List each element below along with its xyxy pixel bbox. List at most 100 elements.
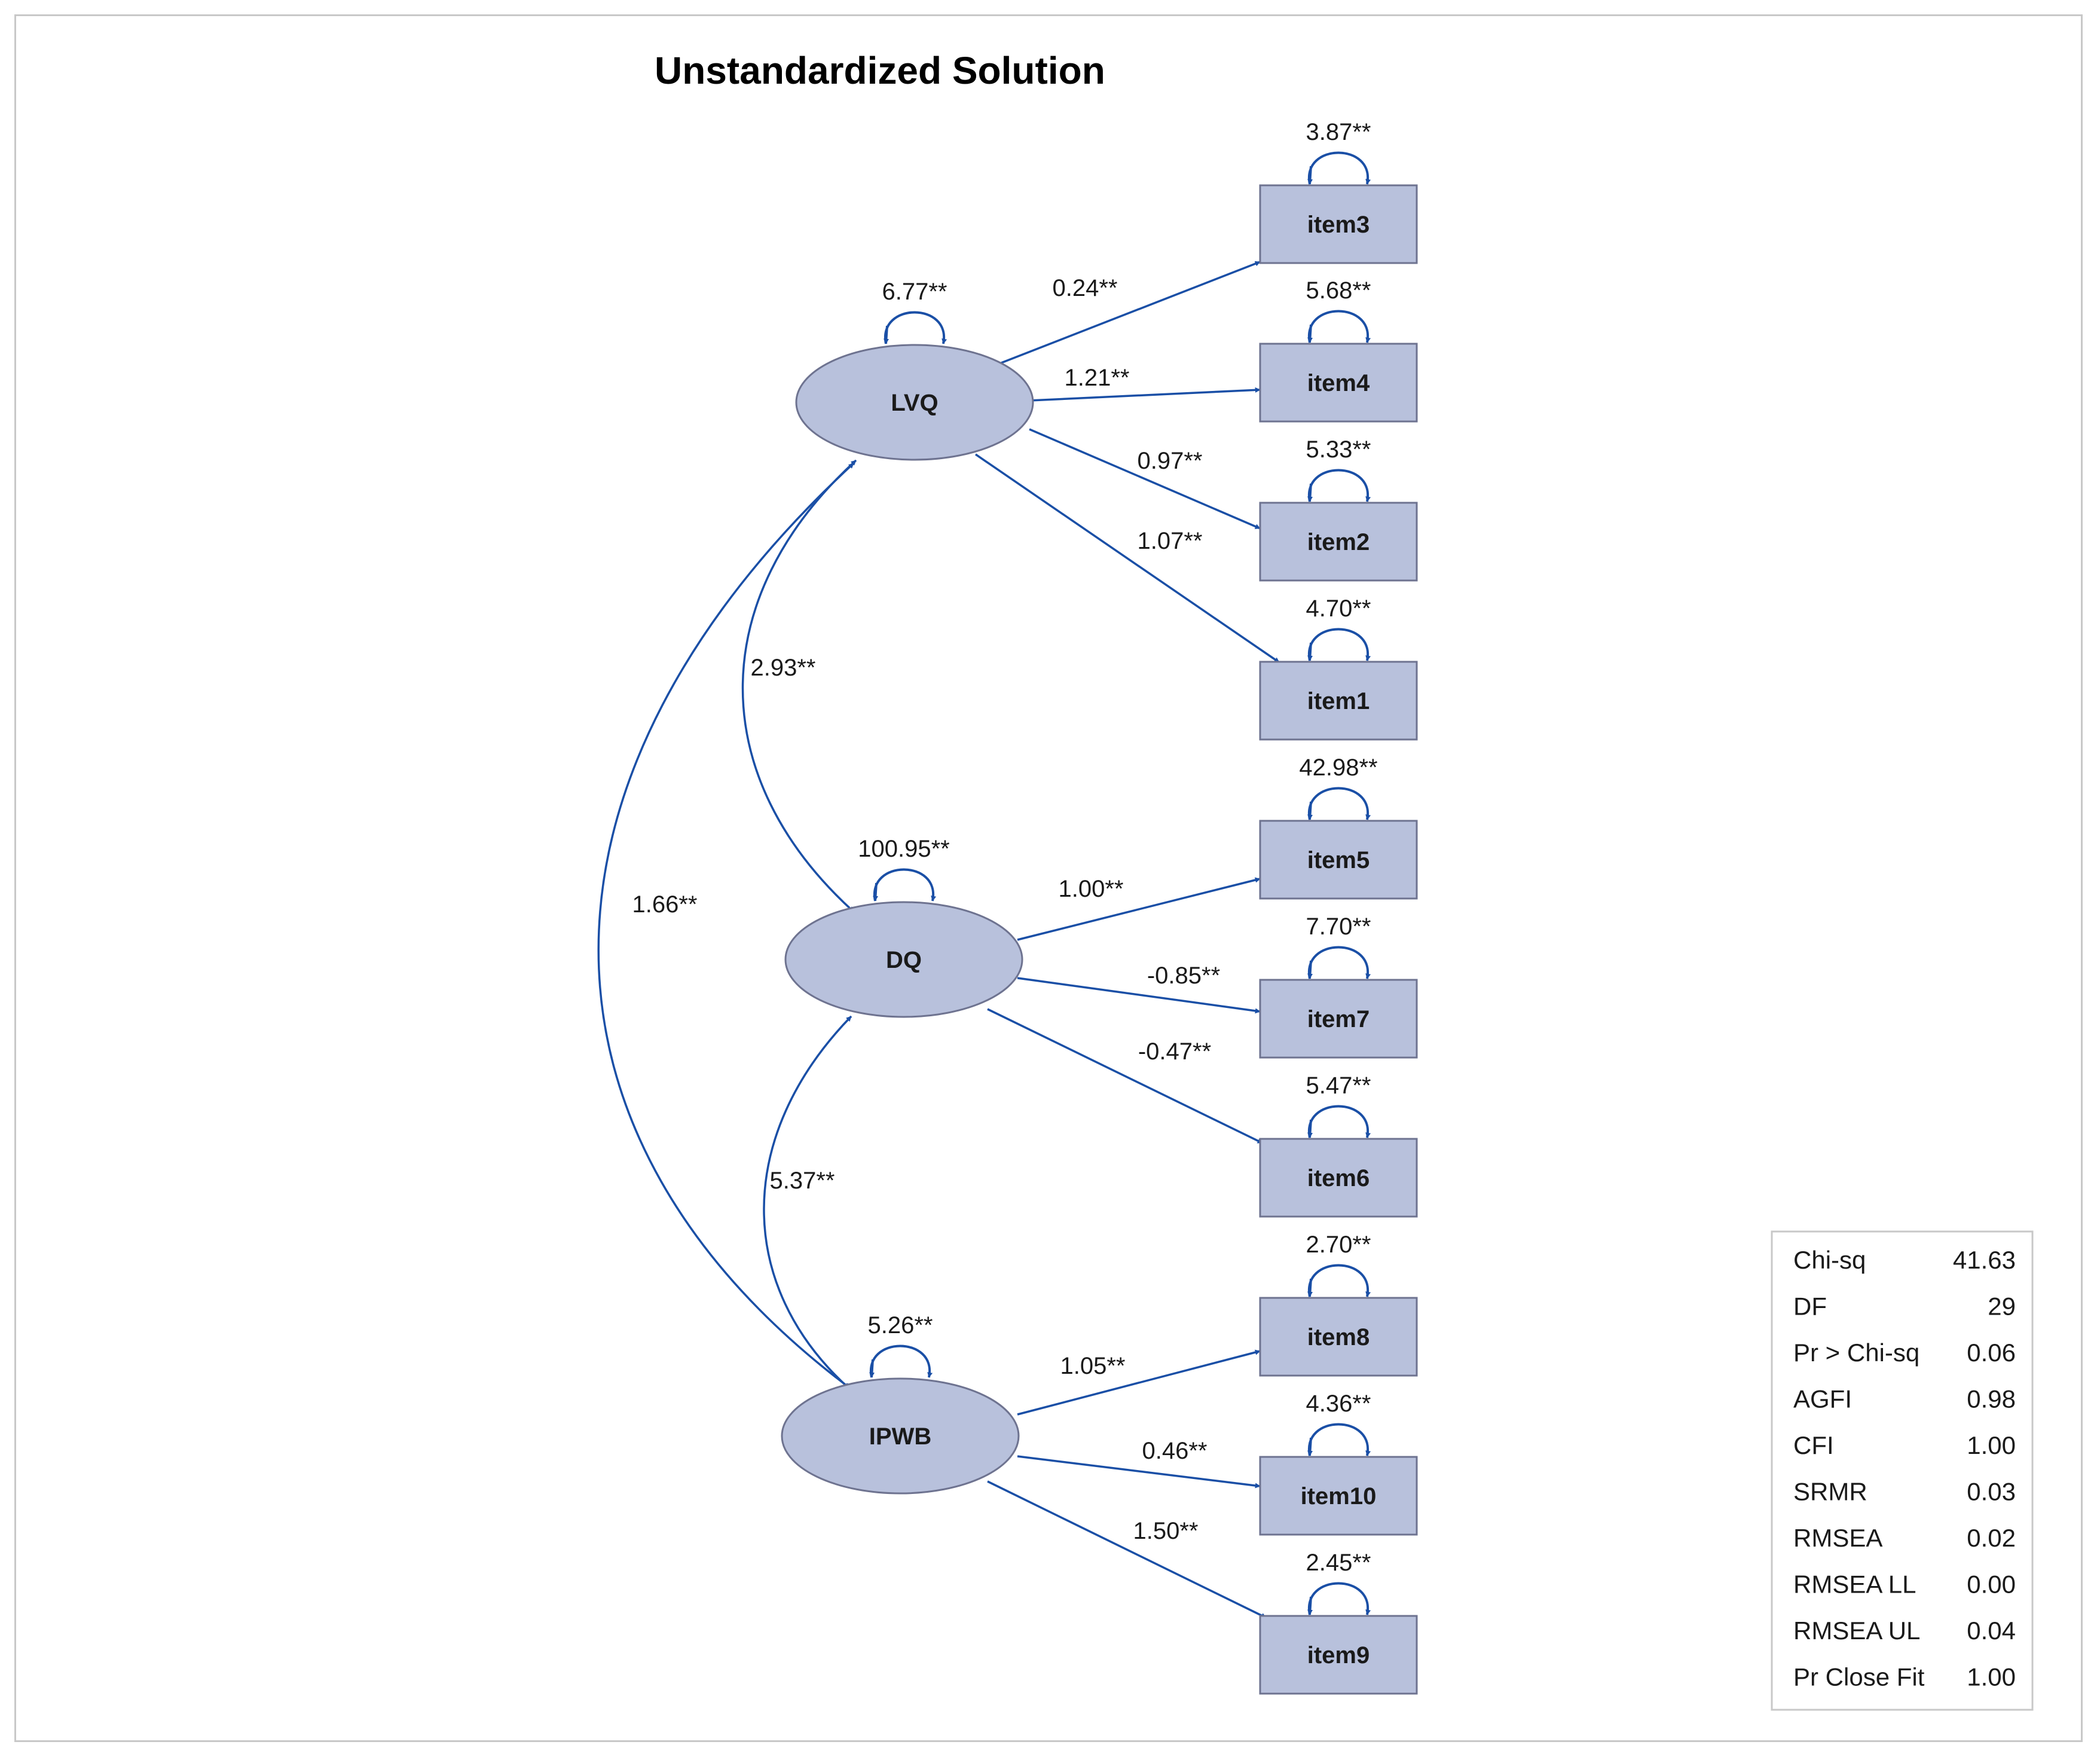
latent-variance-ipwb: 5.26** — [868, 1312, 933, 1339]
fit-label-rmsea-ul: RMSEA UL — [1793, 1617, 1920, 1645]
variance-loop-dq — [873, 868, 937, 902]
error-variance-loop-item3 — [1307, 151, 1371, 185]
latent-variance-dq: 100.95** — [858, 836, 949, 862]
error-variance-loop-item2 — [1307, 469, 1371, 502]
fit-value-rmsea-ll: 0.00 — [1967, 1570, 2016, 1599]
loading-value-item3: 0.24** — [1053, 275, 1118, 301]
loading-value-item9: 1.50** — [1133, 1518, 1199, 1544]
error-variance-loop-item4-tail — [1307, 324, 1313, 343]
indicator-box-item5 — [1259, 820, 1418, 900]
latent-label-lvq: LVQ — [891, 390, 938, 416]
variance-loop-ipwb — [869, 1345, 933, 1378]
fit-value-pr-chi-sq: 0.06 — [1967, 1339, 2016, 1367]
latent-node-ipwb — [781, 1377, 1020, 1495]
indicator-box-item7 — [1259, 979, 1418, 1059]
fit-value-chi-sq: 41.63 — [1953, 1246, 2016, 1274]
error-variance-item5: 42.98** — [1299, 754, 1377, 781]
nodes-layer — [781, 184, 1418, 1695]
error-variance-loop-item10-tail — [1307, 1437, 1313, 1456]
indicator-box-item8 — [1259, 1297, 1418, 1377]
error-variance-loop-item3-tail — [1307, 166, 1313, 185]
fit-label-df: DF — [1793, 1292, 1827, 1321]
indicator-box-item3 — [1259, 184, 1418, 264]
loading-arrow-ipwb-item10 — [1017, 1455, 1261, 1489]
loading-arrow-ipwb-item8 — [1017, 1349, 1261, 1416]
latent-node-lvq — [795, 344, 1034, 461]
error-variance-loop-item6-tail — [1307, 1119, 1313, 1138]
latent-node-dq — [784, 901, 1023, 1018]
covariance-value-lvq-dq: 2.93** — [751, 655, 816, 681]
error-variance-loop-item4 — [1307, 310, 1371, 343]
loading-value-item2: 0.97** — [1138, 448, 1203, 474]
labels-layer: LVQ6.77**DQ100.95**IPWB5.26**item33.87**… — [632, 119, 1378, 1669]
error-variance-item8: 2.70** — [1306, 1232, 1371, 1258]
variance-loop-dq-tail — [873, 882, 879, 902]
error-variance-loop-item6 — [1307, 1105, 1371, 1138]
fit-label-srmr: SRMR — [1793, 1478, 1867, 1506]
indicator-box-item2 — [1259, 502, 1418, 582]
error-variance-loop-item10 — [1307, 1423, 1371, 1456]
loading-arrow-lvq-item3 — [993, 261, 1261, 367]
error-variance-loop-item5-tail — [1307, 801, 1313, 820]
loading-value-item7: -0.85** — [1147, 962, 1220, 989]
fit-label-rmsea: RMSEA — [1793, 1524, 1882, 1552]
loading-value-item8: 1.05** — [1060, 1353, 1126, 1379]
indicator-label-item1: item1 — [1307, 688, 1370, 714]
loading-value-item6: -0.47** — [1138, 1038, 1211, 1065]
error-variance-item3: 3.87** — [1306, 119, 1371, 145]
fit-value-rmsea-ul: 0.04 — [1967, 1617, 2016, 1645]
indicator-label-item7: item7 — [1307, 1006, 1370, 1032]
fit-value-df: 29 — [1988, 1292, 2016, 1321]
indicator-box-item1 — [1259, 661, 1418, 741]
edges-layer — [597, 151, 1371, 1619]
error-variance-item6: 5.47** — [1306, 1072, 1371, 1099]
loading-arrow-lvq-item1 — [975, 453, 1280, 664]
fit-label-cfi: CFI — [1793, 1431, 1834, 1459]
fit-value-pr-close-fit: 1.00 — [1967, 1663, 2016, 1691]
error-variance-item1: 4.70** — [1306, 595, 1371, 622]
fit-label-pr-chi-sq: Pr > Chi-sq — [1793, 1339, 1919, 1367]
error-variance-loop-item2-tail — [1307, 483, 1313, 502]
fit-label-pr-close-fit: Pr Close Fit — [1793, 1663, 1925, 1691]
covariance-arrow-dq-ipwb — [763, 1015, 852, 1389]
error-variance-loop-item7-tail — [1307, 960, 1313, 979]
error-variance-loop-item1-tail — [1307, 642, 1313, 661]
loading-value-item1: 1.07** — [1138, 528, 1203, 554]
fit-label-rmsea-ll: RMSEA LL — [1793, 1570, 1916, 1599]
fit-statistics-box — [1771, 1230, 2034, 1711]
error-variance-item10: 4.36** — [1306, 1391, 1371, 1417]
variance-loop-lvq-tail — [884, 325, 889, 344]
error-variance-loop-item8-tail — [1307, 1278, 1313, 1297]
latent-variance-lvq: 6.77** — [882, 279, 947, 305]
indicator-label-item6: item6 — [1307, 1165, 1370, 1191]
error-variance-loop-item1 — [1307, 628, 1371, 661]
diagram-frame — [14, 14, 2083, 1742]
error-variance-loop-item9 — [1307, 1582, 1371, 1615]
loading-arrow-dq-item7 — [1017, 977, 1261, 1014]
fit-label-chi-sq: Chi-sq — [1793, 1246, 1866, 1274]
variance-loop-lvq — [884, 311, 947, 344]
error-variance-loop-item5 — [1307, 787, 1371, 820]
loading-value-item4: 1.21** — [1065, 365, 1130, 391]
loading-value-item10: 0.46** — [1142, 1438, 1208, 1464]
indicator-box-item9 — [1259, 1615, 1418, 1695]
indicator-box-item10 — [1259, 1456, 1418, 1536]
fit-value-agfi: 0.98 — [1967, 1385, 2016, 1413]
indicator-label-item5: item5 — [1307, 847, 1370, 873]
diagram-title: Unstandardized Solution — [655, 49, 1105, 92]
latent-label-dq: DQ — [886, 947, 922, 973]
error-variance-item9: 2.45** — [1306, 1550, 1371, 1576]
indicator-label-item9: item9 — [1307, 1642, 1370, 1669]
indicator-label-item4: item4 — [1307, 370, 1370, 396]
indicator-label-item2: item2 — [1307, 529, 1370, 555]
fit-value-rmsea: 0.02 — [1967, 1524, 2016, 1552]
indicator-label-item10: item10 — [1301, 1483, 1377, 1510]
covariance-arrow-lvq-dq — [741, 459, 857, 913]
loading-value-item5: 1.00** — [1059, 876, 1124, 902]
indicator-box-item6 — [1259, 1138, 1418, 1218]
loading-arrow-ipwb-item9 — [987, 1480, 1267, 1619]
loading-arrow-dq-item6 — [987, 1008, 1263, 1144]
error-variance-item2: 5.33** — [1306, 436, 1371, 463]
